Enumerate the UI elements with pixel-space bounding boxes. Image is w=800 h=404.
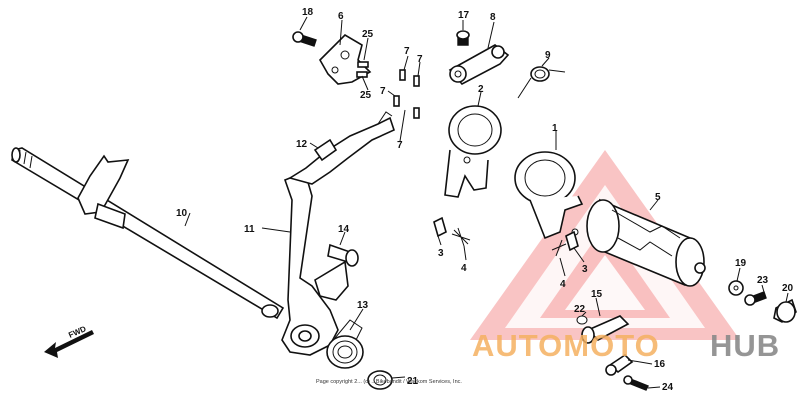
callout-12: 12 [296, 139, 308, 150]
callout-13: 13 [357, 300, 369, 311]
callout-7-d: 7 [397, 140, 403, 151]
callout-1: 1 [552, 123, 558, 134]
callout-15: 15 [591, 289, 603, 300]
shift-drum-plate [448, 30, 510, 86]
callout-22: 22 [574, 304, 586, 315]
fwd-arrow: FWD [44, 324, 94, 358]
callout-18: 18 [302, 7, 314, 18]
torsion-spring [517, 66, 566, 99]
gearshift-arm [281, 111, 395, 356]
collar [367, 370, 393, 390]
callout-7-c: 7 [380, 86, 386, 97]
callout-25-top: 25 [362, 29, 374, 40]
shift-drum [586, 198, 706, 287]
callout-7-a: 7 [404, 46, 410, 57]
callout-6: 6 [338, 11, 344, 22]
callout-24: 24 [662, 382, 674, 393]
callout-20: 20 [782, 283, 794, 294]
callout-labels: 18 6 25 25 7 7 7 7 17 8 9 2 1 12 10 11 1… [176, 7, 794, 393]
callout-5: 5 [655, 192, 661, 203]
shift-fork-right [514, 151, 584, 240]
copyright-text: Page copyright 2... (c) ...Bikebandit / … [316, 379, 462, 385]
callout-10: 10 [176, 208, 188, 219]
lower-right-parts [576, 315, 649, 391]
callout-7-b: 7 [417, 54, 423, 65]
callout-3-left: 3 [438, 248, 444, 259]
return-spring [326, 319, 364, 369]
gearshift-spindle [11, 147, 285, 320]
callout-14: 14 [338, 224, 350, 235]
callout-4-right: 4 [560, 279, 566, 290]
callout-3-right: 3 [582, 264, 588, 275]
callout-4-left: 4 [461, 263, 467, 274]
leader-lines [184, 16, 789, 389]
shift-fork-center [444, 105, 502, 198]
callout-8: 8 [490, 12, 496, 23]
callout-2: 2 [478, 84, 484, 95]
watermark-text: AUTOMOTO HUB [472, 328, 780, 363]
pins [356, 61, 420, 119]
callout-21: 21 [407, 376, 419, 387]
callout-19: 19 [735, 258, 747, 269]
callout-23: 23 [757, 275, 769, 286]
callout-9: 9 [545, 50, 551, 61]
callout-16: 16 [654, 359, 666, 370]
watermark-word-orange: AUTOMOTO [472, 328, 660, 363]
watermark-word-gray: HUB [710, 328, 780, 363]
small-parts [313, 138, 579, 267]
callout-25-bottom: 25 [360, 90, 372, 101]
callout-17: 17 [458, 10, 470, 21]
callout-11: 11 [244, 224, 255, 235]
